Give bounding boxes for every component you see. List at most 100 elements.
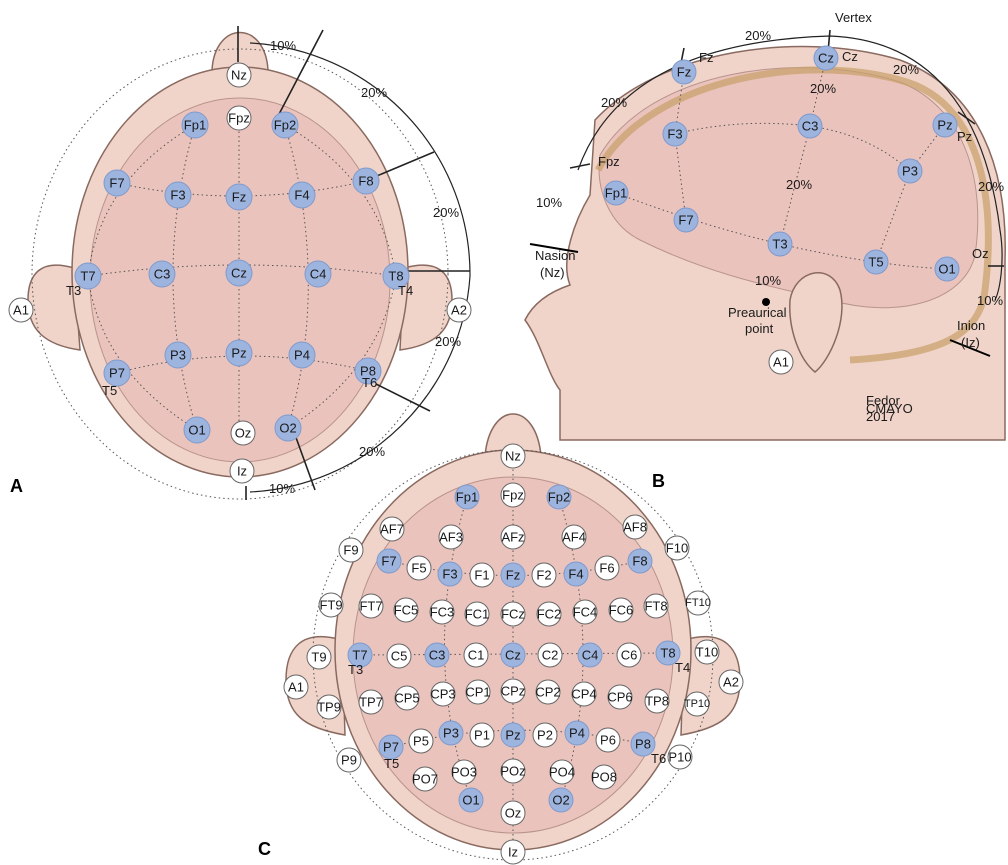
percent-label: 10%	[270, 38, 296, 53]
legacy-electrode-label: T3	[66, 283, 81, 298]
landmark-label: Vertex	[835, 10, 872, 25]
electrode-label-iz: Iz	[508, 845, 518, 860]
electrode-label-fp1: Fp1	[605, 186, 627, 201]
electrode-label-f8: F8	[358, 174, 373, 189]
percent-label: 20%	[978, 179, 1004, 194]
electrode-label-pz: Pz	[937, 118, 952, 133]
electrode-label-fpz: Fpz	[228, 111, 250, 126]
electrode-label-t7: T7	[352, 648, 367, 663]
electrode-label-iz: Iz	[237, 464, 247, 479]
electrode-label-cz: Cz	[505, 648, 521, 663]
percent-label: 10%	[536, 195, 562, 210]
percent-label: 20%	[810, 81, 836, 96]
electrode-label-o1: O1	[188, 423, 205, 438]
electrode-label-ft9: FT9	[319, 598, 342, 613]
panel-c-label: C	[258, 839, 271, 859]
electrode-label-c6: C6	[621, 648, 638, 663]
electrode-label-pz: Pz	[231, 346, 246, 361]
electrode-label-c3: C3	[429, 648, 446, 663]
electrode-label-p7: P7	[109, 366, 125, 381]
electrode-label-f4: F4	[294, 188, 309, 203]
electrode-label-p1: P1	[474, 728, 490, 743]
electrode-label-cp5: CP5	[394, 691, 419, 706]
panel-b-label: B	[652, 471, 665, 491]
electrode-label-cp6: CP6	[607, 690, 632, 705]
panel-b-white-electrodes: A1	[769, 350, 793, 374]
electrode-label-poz: POz	[500, 764, 525, 779]
electrode-label-f7: F7	[678, 213, 693, 228]
electrode-label-tp8: TP8	[645, 694, 669, 709]
electrode-label-f2: F2	[536, 568, 551, 583]
electrode-label-nz: Nz	[505, 449, 521, 464]
electrode-label-t8: T8	[660, 646, 675, 661]
electrode-label-p9: P9	[341, 753, 357, 768]
electrode-label-f4: F4	[568, 567, 583, 582]
percent-label: 10%	[755, 273, 781, 288]
electrode-label-fz: Fz	[677, 65, 691, 80]
legacy-electrode-label: T3	[348, 662, 363, 677]
electrode-label-fp1: Fp1	[184, 118, 206, 133]
electrode-label-fc3: FC3	[430, 605, 455, 620]
landmark-label: Inion	[957, 318, 985, 333]
electrode-label-c4: C4	[310, 267, 327, 282]
electrode-label-cp2: CP2	[535, 685, 560, 700]
electrode-label-fc6: FC6	[609, 603, 634, 618]
electrode-label-f1: F1	[474, 568, 489, 583]
electrode-label-t3: T3	[772, 237, 787, 252]
percent-label: 20%	[601, 95, 627, 110]
electrode-label-af4: AF4	[562, 530, 586, 545]
landmark-label: Pz	[957, 129, 972, 144]
electrode-label-c1: C1	[468, 648, 485, 663]
panel-c-head	[286, 414, 740, 860]
electrode-label-cpz: CPz	[501, 684, 526, 699]
electrode-label-cz: Cz	[231, 266, 247, 281]
electrode-label-c2: C2	[542, 648, 559, 663]
electrode-label-t7: T7	[80, 269, 95, 284]
electrode-label-af8: AF8	[623, 520, 647, 535]
electrode-label-p7: P7	[383, 740, 399, 755]
electrode-label-po8: PO8	[591, 770, 617, 785]
legacy-electrode-label: T5	[384, 756, 399, 771]
electrode-label-o1: O1	[462, 793, 479, 808]
electrode-label-fp2: Fp2	[548, 490, 570, 505]
electrode-label-f3: F3	[667, 127, 682, 142]
panel-a-label: A	[10, 476, 23, 496]
legacy-electrode-label: T5	[102, 383, 117, 398]
electrode-label-fc1: FC1	[465, 607, 490, 622]
electrode-label-po7: PO7	[412, 772, 438, 787]
electrode-label-f6: F6	[599, 561, 614, 576]
electrode-label-f3: F3	[442, 567, 457, 582]
electrode-label-f5: F5	[411, 561, 426, 576]
electrode-label-tp10: TP10	[684, 698, 710, 710]
electrode-label-ft7: FT7	[359, 599, 382, 614]
electrode-label-fz: Fz	[506, 568, 520, 583]
legacy-electrode-label: T4	[398, 283, 413, 298]
landmark-label: Fz	[699, 50, 713, 65]
electrode-label-f7: F7	[109, 176, 124, 191]
electrode-label-oz: Oz	[505, 806, 522, 821]
percent-label: 20%	[433, 205, 459, 220]
electrode-label-fcz: FCz	[501, 607, 525, 622]
landmark-label: Oz	[972, 246, 989, 261]
electrode-label-p4: P4	[569, 726, 585, 741]
electrode-label-t5: T5	[868, 255, 883, 270]
electrode-label-f7: F7	[381, 554, 396, 569]
electrode-label-fp1: Fp1	[456, 490, 478, 505]
electrode-label-a2: A2	[451, 303, 467, 318]
electrode-label-tp7: TP7	[359, 695, 383, 710]
electrode-label-o2: O2	[279, 421, 296, 436]
electrode-label-p10: P10	[668, 750, 691, 765]
electrode-label-a1: A1	[773, 355, 789, 370]
electrode-label-f9: F9	[343, 543, 358, 558]
percent-label: 10%	[269, 481, 295, 496]
electrode-label-ft8: FT8	[644, 599, 667, 614]
electrode-label-f8: F8	[632, 554, 647, 569]
electrode-label-fz: Fz	[232, 190, 246, 205]
electrode-label-p8: P8	[635, 737, 651, 752]
electrode-label-tp9: TP9	[317, 700, 341, 715]
electrode-label-ft10: FT10	[685, 597, 711, 609]
electrode-label-af3: AF3	[439, 530, 463, 545]
electrode-label-fc4: FC4	[573, 605, 598, 620]
landmark-label: point	[745, 321, 774, 336]
electrode-label-p6: P6	[600, 733, 616, 748]
